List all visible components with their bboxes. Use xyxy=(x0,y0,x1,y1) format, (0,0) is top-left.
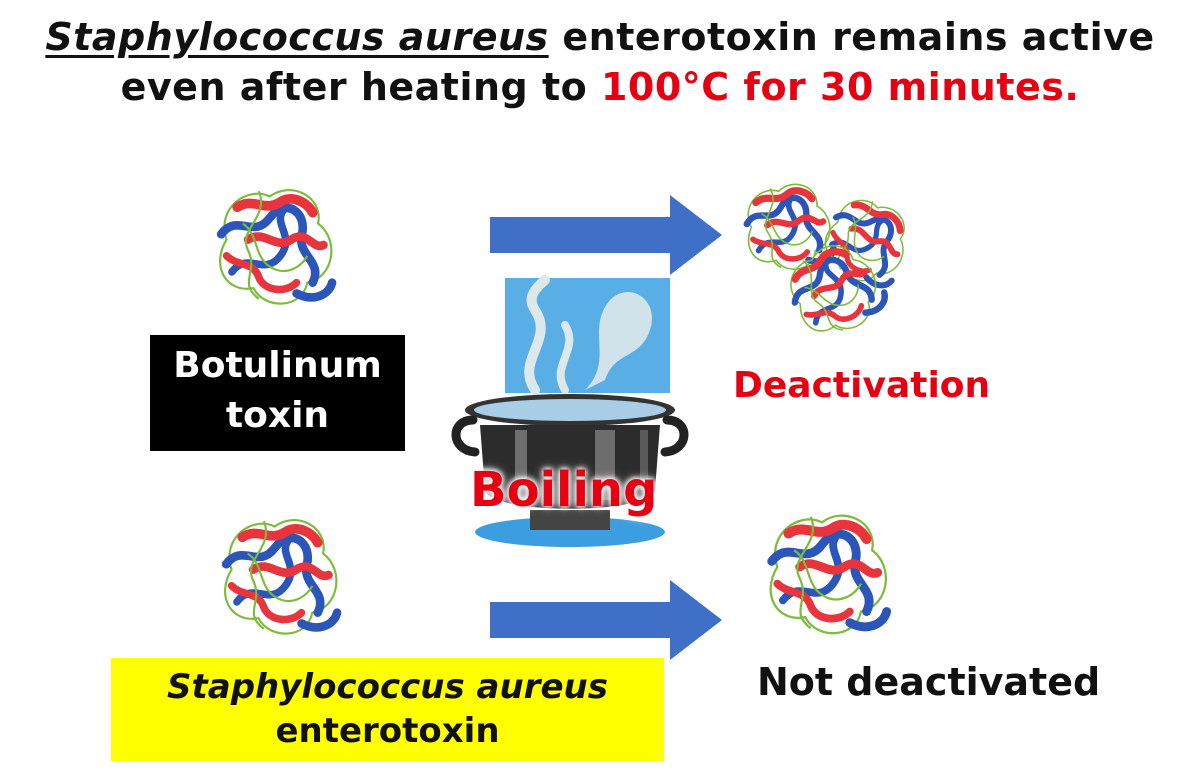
botulinum-toxin-label: Botulinum toxin xyxy=(150,335,405,451)
headline-line-1: Staphylococcus aureus enterotoxin remain… xyxy=(45,15,1155,59)
headline-line-2: even after heating to 100°C for 30 minut… xyxy=(120,65,1080,109)
protein-structure-icon xyxy=(210,505,350,645)
organism-name: Staphylococcus aureus xyxy=(45,15,549,59)
fragmented-protein-icon xyxy=(735,170,935,345)
right-arrow-icon xyxy=(490,580,722,660)
boiling-label: Boiling xyxy=(470,462,658,518)
staph-enterotoxin-label: Staphylococcus aureus enterotoxin xyxy=(111,658,664,761)
not-deactivated-result: Not deactivated xyxy=(757,660,1101,704)
right-arrow-icon xyxy=(490,195,722,275)
deactivation-result: Deactivation xyxy=(733,365,991,406)
headline: Staphylococcus aureus enterotoxin remain… xyxy=(0,12,1200,112)
temperature-duration: 100°C for 30 minutes. xyxy=(600,65,1080,109)
protein-structure-icon xyxy=(205,175,345,315)
protein-structure-icon xyxy=(755,500,900,645)
boiling-pot-icon xyxy=(451,275,689,547)
